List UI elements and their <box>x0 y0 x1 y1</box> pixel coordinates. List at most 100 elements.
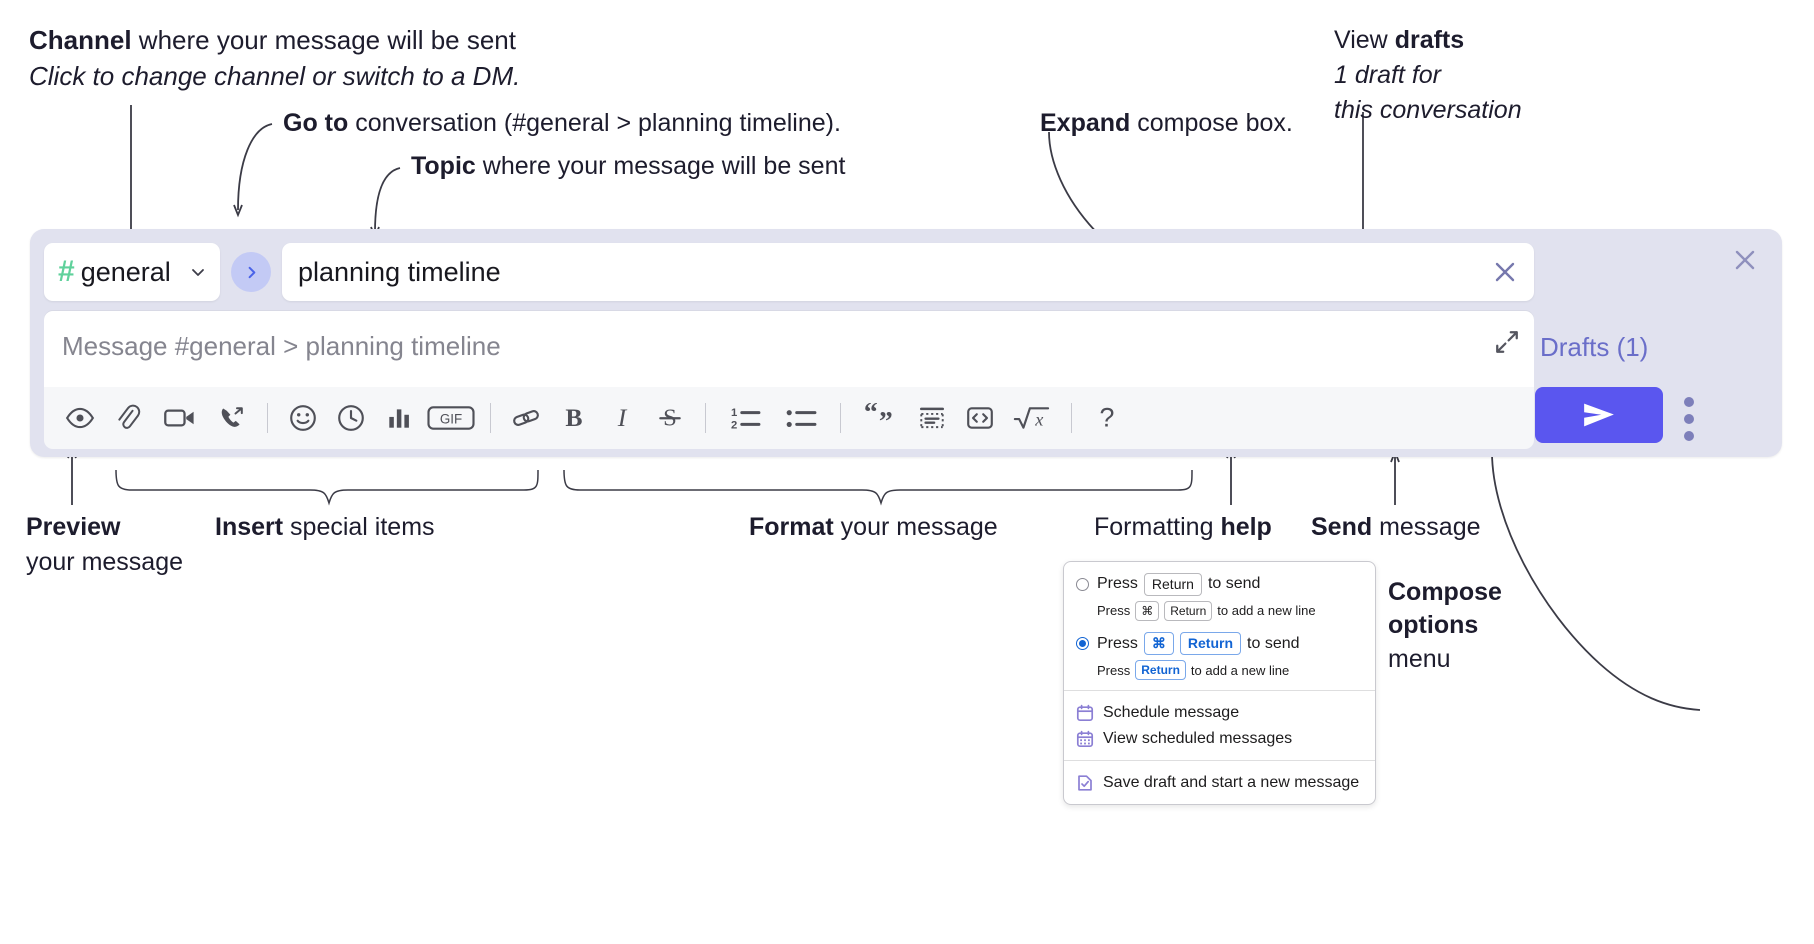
option2-pre: Press <box>1097 634 1138 652</box>
topic-input[interactable]: planning timeline <box>282 243 1534 301</box>
help-question-icon[interactable]: ? <box>1083 394 1131 442</box>
annotation-expand-bold: Expand <box>1040 109 1131 137</box>
menu-option-return-to-send[interactable]: Press Return to send <box>1064 571 1375 598</box>
command-key-icon: ⌘ <box>1135 600 1160 622</box>
compose-options-menu: Press Return to send Press ⌘ Return to a… <box>1063 561 1376 806</box>
emoji-icon[interactable] <box>279 394 327 442</box>
attachment-icon[interactable] <box>104 394 152 442</box>
command-key-icon: ⌘ <box>1143 632 1174 655</box>
option2-label: Press ⌘ Return to send <box>1097 632 1300 655</box>
send-button[interactable] <box>1535 387 1663 443</box>
annotation-drafts-sub2: this conversation <box>1334 96 1522 124</box>
bold-icon[interactable]: B <box>550 394 598 442</box>
italic-icon[interactable]: I <box>598 394 646 442</box>
menu-item-label: Schedule message <box>1103 704 1240 722</box>
video-camera-icon[interactable] <box>152 394 208 442</box>
option1-key: Return <box>1143 573 1202 596</box>
math-icon[interactable]: x <box>1004 394 1060 442</box>
gif-icon[interactable]: GIF <box>423 394 479 442</box>
annotation-channel: Channel where your message will be sent … <box>29 24 520 94</box>
annotation-channel-rest: where your message will be sent <box>131 25 516 55</box>
preview-icon[interactable] <box>56 394 104 442</box>
toolbar-separator <box>1071 403 1072 433</box>
option2-sub-key: Return <box>1135 659 1186 681</box>
bulleted-list-icon[interactable] <box>773 394 829 442</box>
annotation-help-bold: help <box>1220 513 1272 541</box>
compose-main-column: # general planning timeline M <box>44 243 1534 449</box>
annotation-format: Format your message <box>749 511 998 543</box>
menu-item-save-draft[interactable]: Save draft and start a new message <box>1064 770 1375 796</box>
toolbar-separator <box>267 403 268 433</box>
annotation-expand: Expand compose box. <box>1040 107 1293 139</box>
kebab-menu-icon[interactable] <box>1684 397 1694 441</box>
annotation-topic-rest: where your message will be sent <box>475 152 846 180</box>
option2-sub-pre: Press <box>1097 662 1131 678</box>
code-block-icon[interactable] <box>908 394 956 442</box>
clock-icon[interactable] <box>327 394 375 442</box>
toolbar-separator <box>840 403 841 433</box>
calendar-grid-icon <box>1076 730 1094 748</box>
phone-call-icon[interactable] <box>208 394 256 442</box>
calendar-icon <box>1076 704 1094 722</box>
annotation-goto-rest: conversation (#general > planning timeli… <box>348 109 841 137</box>
annotation-goto-bold: Go to <box>283 109 349 137</box>
annotation-send: Send message <box>1311 511 1481 543</box>
annotation-compose-options-rest: menu <box>1388 644 1451 673</box>
option2-sub-post: to add a new line <box>1190 662 1290 678</box>
option1-pre: Press <box>1097 575 1138 593</box>
draft-check-icon <box>1076 774 1094 792</box>
menu-item-schedule-message[interactable]: Schedule message <box>1064 700 1375 726</box>
option1-sub-post: to add a new line <box>1217 603 1316 619</box>
channel-selector[interactable]: # general <box>44 243 220 301</box>
annotation-drafts: View drafts 1 draft for this conversatio… <box>1334 24 1522 126</box>
menu-item-view-scheduled[interactable]: View scheduled messages <box>1064 726 1375 752</box>
annotation-send-bold: Send <box>1311 513 1373 541</box>
svg-text:x: x <box>1034 410 1043 430</box>
option2-post: to send <box>1247 634 1300 652</box>
inline-code-icon[interactable] <box>956 394 1004 442</box>
hash-icon: # <box>58 255 75 288</box>
send-paper-plane-icon <box>1584 403 1614 427</box>
blockquote-icon[interactable]: “” <box>852 394 908 442</box>
topic-value: planning timeline <box>298 256 501 287</box>
chevron-right-icon <box>248 266 255 278</box>
annotation-topic: Topic where your message will be sent <box>411 150 845 182</box>
annotation-format-bold: Format <box>749 513 834 541</box>
message-placeholder: Message #general > planning timeline <box>62 331 501 361</box>
drafts-link[interactable]: Drafts (1) <box>1540 332 1649 362</box>
menu-option-cmd-return-to-send[interactable]: Press ⌘ Return to send <box>1064 630 1375 657</box>
bar-chart-icon[interactable] <box>375 394 423 442</box>
svg-text:2: 2 <box>731 420 737 432</box>
message-input[interactable]: Message #general > planning timeline <box>44 311 1534 387</box>
close-icon[interactable] <box>1490 257 1520 287</box>
annotation-preview: Preview your message <box>26 511 183 578</box>
strikethrough-icon[interactable]: S <box>646 394 694 442</box>
goto-conversation-button[interactable] <box>231 252 271 292</box>
close-icon[interactable] <box>1730 245 1760 275</box>
svg-text:”: ” <box>879 406 893 433</box>
compose-right-rail: Drafts (1) <box>1534 229 1782 457</box>
annotation-format-rest: your message <box>833 513 998 541</box>
option1-post: to send <box>1207 575 1261 593</box>
annotation-insert: Insert special items <box>215 511 435 543</box>
annotation-help: Formatting help <box>1094 511 1272 543</box>
menu-section-schedule: Schedule message View scheduled messages <box>1064 691 1375 762</box>
option1-sub-key2: Return <box>1164 600 1213 622</box>
option2-hint: Press Return to add a new line <box>1064 657 1375 682</box>
annotation-help-pre: Formatting <box>1094 513 1221 541</box>
annotation-goto: Go to conversation (#general > planning … <box>283 107 841 139</box>
option1-sub-pre: Press <box>1097 603 1131 619</box>
option1-label: Press Return to send <box>1097 573 1260 596</box>
svg-text:B: B <box>565 403 582 432</box>
link-icon[interactable] <box>502 394 550 442</box>
svg-text:1: 1 <box>731 407 737 419</box>
svg-text:GIF: GIF <box>440 412 462 427</box>
radio-selected-icon[interactable] <box>1076 637 1089 651</box>
menu-item-label: View scheduled messages <box>1103 730 1293 748</box>
svg-text:“: “ <box>864 403 878 428</box>
expand-icon[interactable] <box>1494 329 1520 355</box>
radio-unselected-icon[interactable] <box>1076 577 1089 591</box>
